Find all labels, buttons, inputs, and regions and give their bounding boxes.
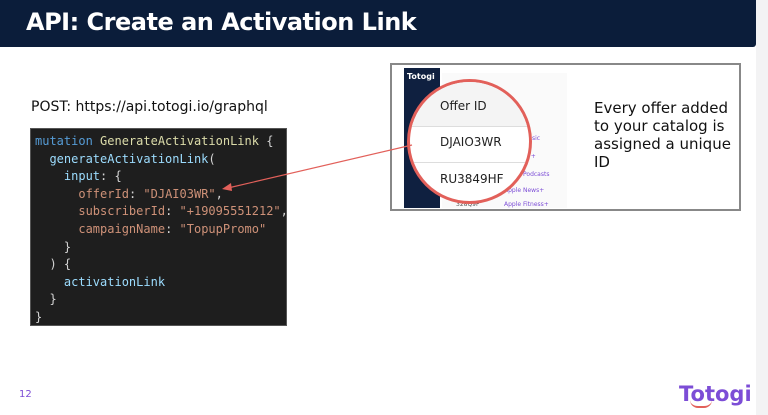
column-header: Offer ID	[440, 99, 487, 113]
code-token: ) {	[49, 257, 72, 272]
right-margin	[756, 0, 768, 415]
brand-logo-smile	[690, 400, 712, 408]
explanation-note: Every offer added to your catalog is ass…	[594, 99, 731, 171]
partial-id: 328Q9F	[456, 201, 480, 208]
code-token: ,	[280, 204, 288, 219]
table-row: Apple Podcasts	[504, 171, 550, 178]
code-token: GenerateActivationLink	[100, 134, 259, 148]
offer-id: DJAIO3WR	[440, 135, 502, 149]
app-logo: Totogi	[407, 72, 435, 81]
magnifier-highlight: Offer ID DJAIO3WR RU3849HF	[407, 79, 532, 204]
code-token: campaignName	[78, 221, 166, 236]
code-token: {	[266, 134, 274, 148]
code-token: :	[165, 221, 180, 236]
code-token: }	[35, 309, 43, 324]
code-token: "TopupPromo"	[179, 221, 267, 236]
code-token: activationLink	[63, 274, 166, 289]
code-token: (	[208, 151, 216, 166]
code-token: offerId	[78, 186, 129, 201]
code-token: input	[63, 169, 101, 184]
code-token: ,	[215, 186, 223, 201]
slide-title: API: Create an Activation Link	[26, 8, 417, 36]
code-token: }	[63, 239, 72, 254]
code-token: "DJAI03WR"	[143, 186, 216, 201]
code-token: mutation	[35, 134, 93, 148]
catalog-screenshot: Totogi Apple Music Apple TV+ Apple Podca…	[390, 63, 741, 211]
code-block: mutation GenerateActivationLink { genera…	[30, 128, 288, 326]
slide-header: API: Create an Activation Link	[0, 0, 756, 47]
table-row: Apple Fitness+	[504, 201, 549, 208]
table-row: Apple News+	[504, 187, 545, 194]
code-token: "+19095551212"	[179, 204, 281, 219]
code-token: }	[49, 292, 57, 307]
code-token: :	[165, 204, 180, 219]
page-number: 12	[19, 389, 32, 400]
offer-id: RU3849HF	[440, 172, 504, 186]
endpoint-label: POST: https://api.totogi.io/graphql	[31, 99, 268, 115]
code-token: : {	[100, 169, 122, 184]
code-token: :	[128, 186, 144, 201]
code-token: subscriberId	[78, 204, 166, 219]
code-token: generateActivationLink	[49, 151, 209, 166]
